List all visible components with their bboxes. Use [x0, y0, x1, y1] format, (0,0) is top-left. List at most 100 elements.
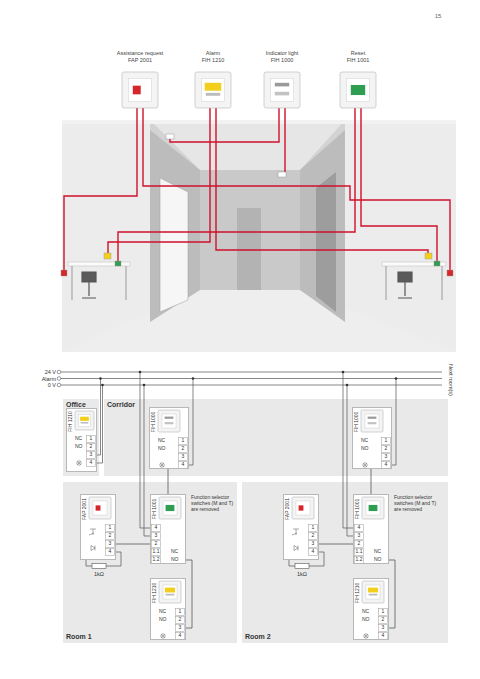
device-ground	[149, 407, 189, 469]
device-name: Reset	[321, 50, 395, 57]
terminal-label: 3	[385, 454, 388, 460]
terminal-label: 2	[358, 541, 361, 547]
terminal-cell	[152, 533, 161, 540]
terminal-label: 1.2	[153, 557, 160, 563]
terminal-cell	[382, 454, 391, 461]
terminal-label: 2	[382, 617, 385, 623]
device-images	[66, 72, 392, 640]
room-illustration	[61, 108, 456, 352]
terminal-label: 3	[179, 625, 182, 631]
wire-connector	[168, 469, 169, 494]
terminal-cell	[106, 541, 115, 548]
terminal-cell	[176, 633, 185, 640]
terminal-label: 2	[312, 533, 315, 539]
terminal-label: 1	[312, 525, 315, 531]
terminal-cell	[87, 460, 96, 467]
lamp-symbol	[364, 634, 368, 638]
device-name: Alarm	[176, 50, 250, 57]
device-name: FIH 1000	[245, 57, 319, 64]
bus-terminals	[57, 370, 397, 387]
lamp-symbol	[77, 461, 81, 465]
terminal-cell	[106, 533, 115, 540]
terminal-label: 2	[385, 446, 388, 452]
terminal-cell	[179, 454, 188, 461]
led-symbol	[91, 546, 95, 551]
terminal-label: NC	[361, 438, 368, 444]
terminal-cell	[152, 541, 161, 548]
wire-connector	[186, 560, 192, 628]
device-image	[292, 497, 314, 519]
terminal-label: NO	[361, 446, 369, 452]
terminal-label: 2	[182, 446, 185, 452]
terminal-cell	[152, 549, 161, 556]
device-name: FIH 1001	[321, 57, 395, 64]
terminal-cell	[309, 533, 318, 540]
terminal-cell	[379, 617, 388, 624]
terminal-label: 3	[182, 454, 185, 460]
lamp-symbol	[363, 463, 367, 467]
resistor-symbol	[92, 564, 309, 569]
terminal-cell	[355, 525, 364, 532]
terminal-cell	[309, 549, 318, 556]
wire-connector	[319, 544, 353, 545]
terminal-label: NO	[75, 444, 83, 450]
product-caption: Indicator lightFIH 1000	[245, 50, 319, 68]
terminal-cell	[309, 525, 318, 532]
bus-wiring	[61, 372, 442, 566]
device-name: FIH 1210	[354, 579, 361, 607]
led-symbol	[294, 546, 298, 551]
panel-ground	[63, 482, 237, 643]
terminal-label: 2	[109, 533, 112, 539]
product-caption: ResetFIH 1001	[321, 50, 395, 68]
terminal-label: 1	[109, 525, 112, 531]
device-ground	[80, 494, 116, 560]
terminal-label: 4	[90, 460, 93, 466]
device-image	[89, 497, 111, 519]
terminal-label: 1.1	[153, 549, 160, 555]
wire-connector	[116, 544, 150, 545]
device-image	[158, 410, 180, 432]
signal-name: 24 V	[45, 369, 56, 375]
lamp-symbol	[160, 463, 164, 467]
terminal-label: 1.2	[356, 557, 363, 563]
terminal-label: 4	[358, 525, 361, 531]
terminal-label: NO	[374, 557, 382, 563]
terminal-cell	[379, 609, 388, 616]
terminal-label: 2	[179, 617, 182, 623]
device-ground	[353, 494, 389, 564]
terminal-label: 3	[109, 541, 112, 547]
panel-title: Room 2	[245, 633, 271, 641]
terminal-label: 4	[109, 549, 112, 555]
terminal-label: NC	[75, 436, 82, 442]
terminal-cell	[382, 438, 391, 445]
terminal-cell	[106, 549, 115, 556]
room-panel: CorridorFIH 1000FIH 1000	[104, 399, 448, 476]
terminal-label: NC	[158, 438, 165, 444]
terminal-label: 1	[182, 438, 185, 444]
terminal-label: NO	[362, 617, 370, 623]
device-image	[361, 410, 383, 432]
device-ground	[150, 494, 186, 564]
device-name: FIH 1210	[151, 579, 158, 607]
terminal-label: 4	[382, 633, 385, 639]
device-ground	[353, 578, 389, 640]
terminal-strips	[77, 436, 391, 640]
terminal-label: NC	[374, 549, 381, 555]
terminal-cell	[355, 533, 364, 540]
wire-connector	[371, 469, 372, 494]
device-ground	[352, 407, 392, 469]
device-image	[159, 497, 181, 519]
device-image	[362, 581, 384, 603]
panel-ground	[242, 482, 448, 643]
device-image	[362, 497, 384, 519]
panel-ground	[104, 399, 448, 476]
terminal-cell	[355, 549, 364, 556]
terminal-cell	[179, 438, 188, 445]
terminal-label: 1.1	[356, 549, 363, 555]
device-image	[264, 72, 300, 108]
terminal-label: Function selector switches (M and T) are…	[191, 494, 235, 512]
